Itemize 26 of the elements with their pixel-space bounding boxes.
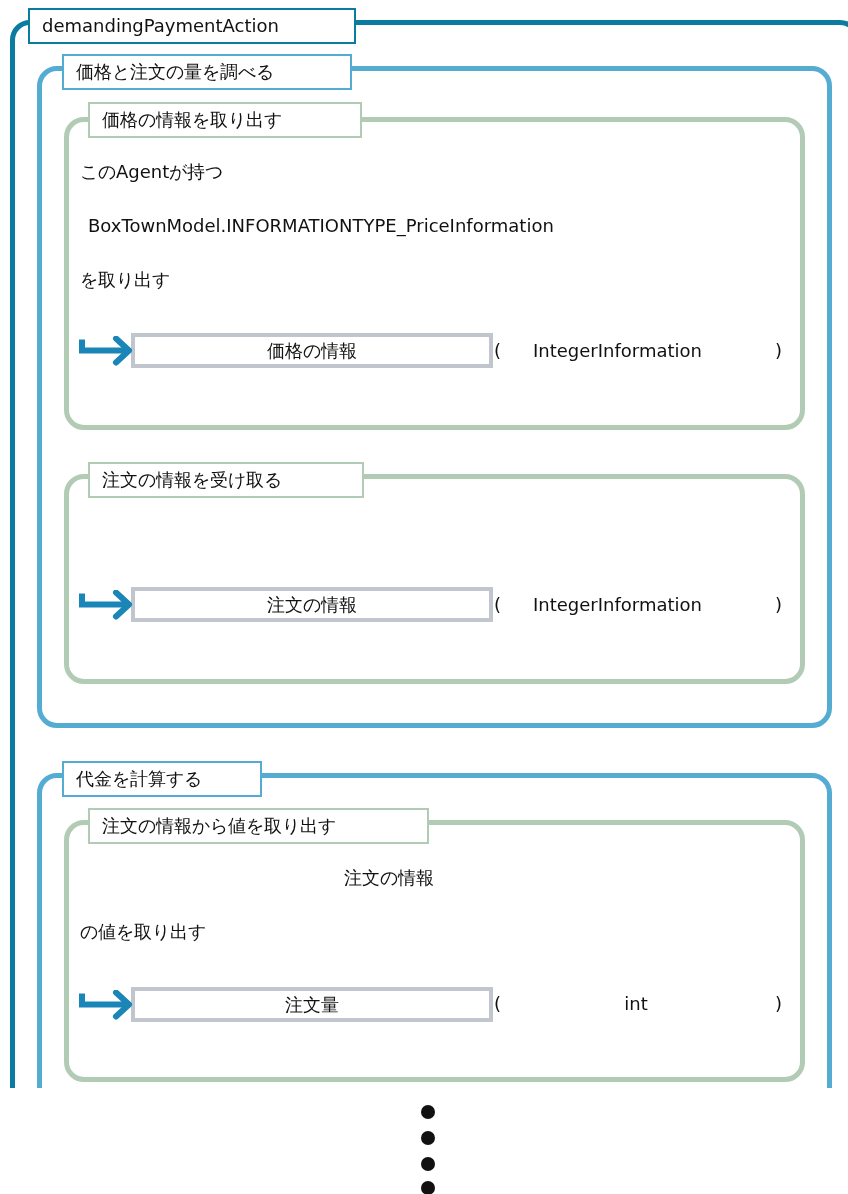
arrow <box>79 989 132 1020</box>
body-text: 注文の情報 <box>344 866 434 890</box>
parenthesis: ( <box>494 339 502 363</box>
heading-tab: 注文の情報を受け取る <box>88 462 364 498</box>
output-field: 価格の情報 <box>131 333 493 368</box>
parenthesis: ( <box>494 992 502 1016</box>
body-text: BoxTownModel.INFORMATIONTYPE_PriceInformation <box>88 214 554 238</box>
parenthesis: ( <box>494 593 502 617</box>
heading-tab: demandingPaymentAction <box>28 8 356 44</box>
arrow <box>79 589 132 620</box>
parenthesis: ) <box>775 593 783 617</box>
type-label: IntegerInformation <box>533 593 702 617</box>
body-text: このAgentが持つ <box>80 160 224 184</box>
type-label: int <box>624 992 648 1016</box>
output-field: 注文量 <box>131 987 493 1022</box>
parenthesis: ) <box>775 339 783 363</box>
output-field: 注文の情報 <box>131 587 493 622</box>
type-label: IntegerInformation <box>533 339 702 363</box>
heading-tab: 注文の情報から値を取り出す <box>88 808 429 844</box>
parenthesis: ) <box>775 992 783 1016</box>
heading-tab: 代金を計算する <box>62 761 262 797</box>
arrow <box>79 335 132 366</box>
body-text: を取り出す <box>80 268 170 292</box>
body-text: の値を取り出す <box>80 920 206 944</box>
heading-tab: 価格と注文の量を調べる <box>62 54 352 90</box>
heading-tab: 価格の情報を取り出す <box>88 102 362 138</box>
